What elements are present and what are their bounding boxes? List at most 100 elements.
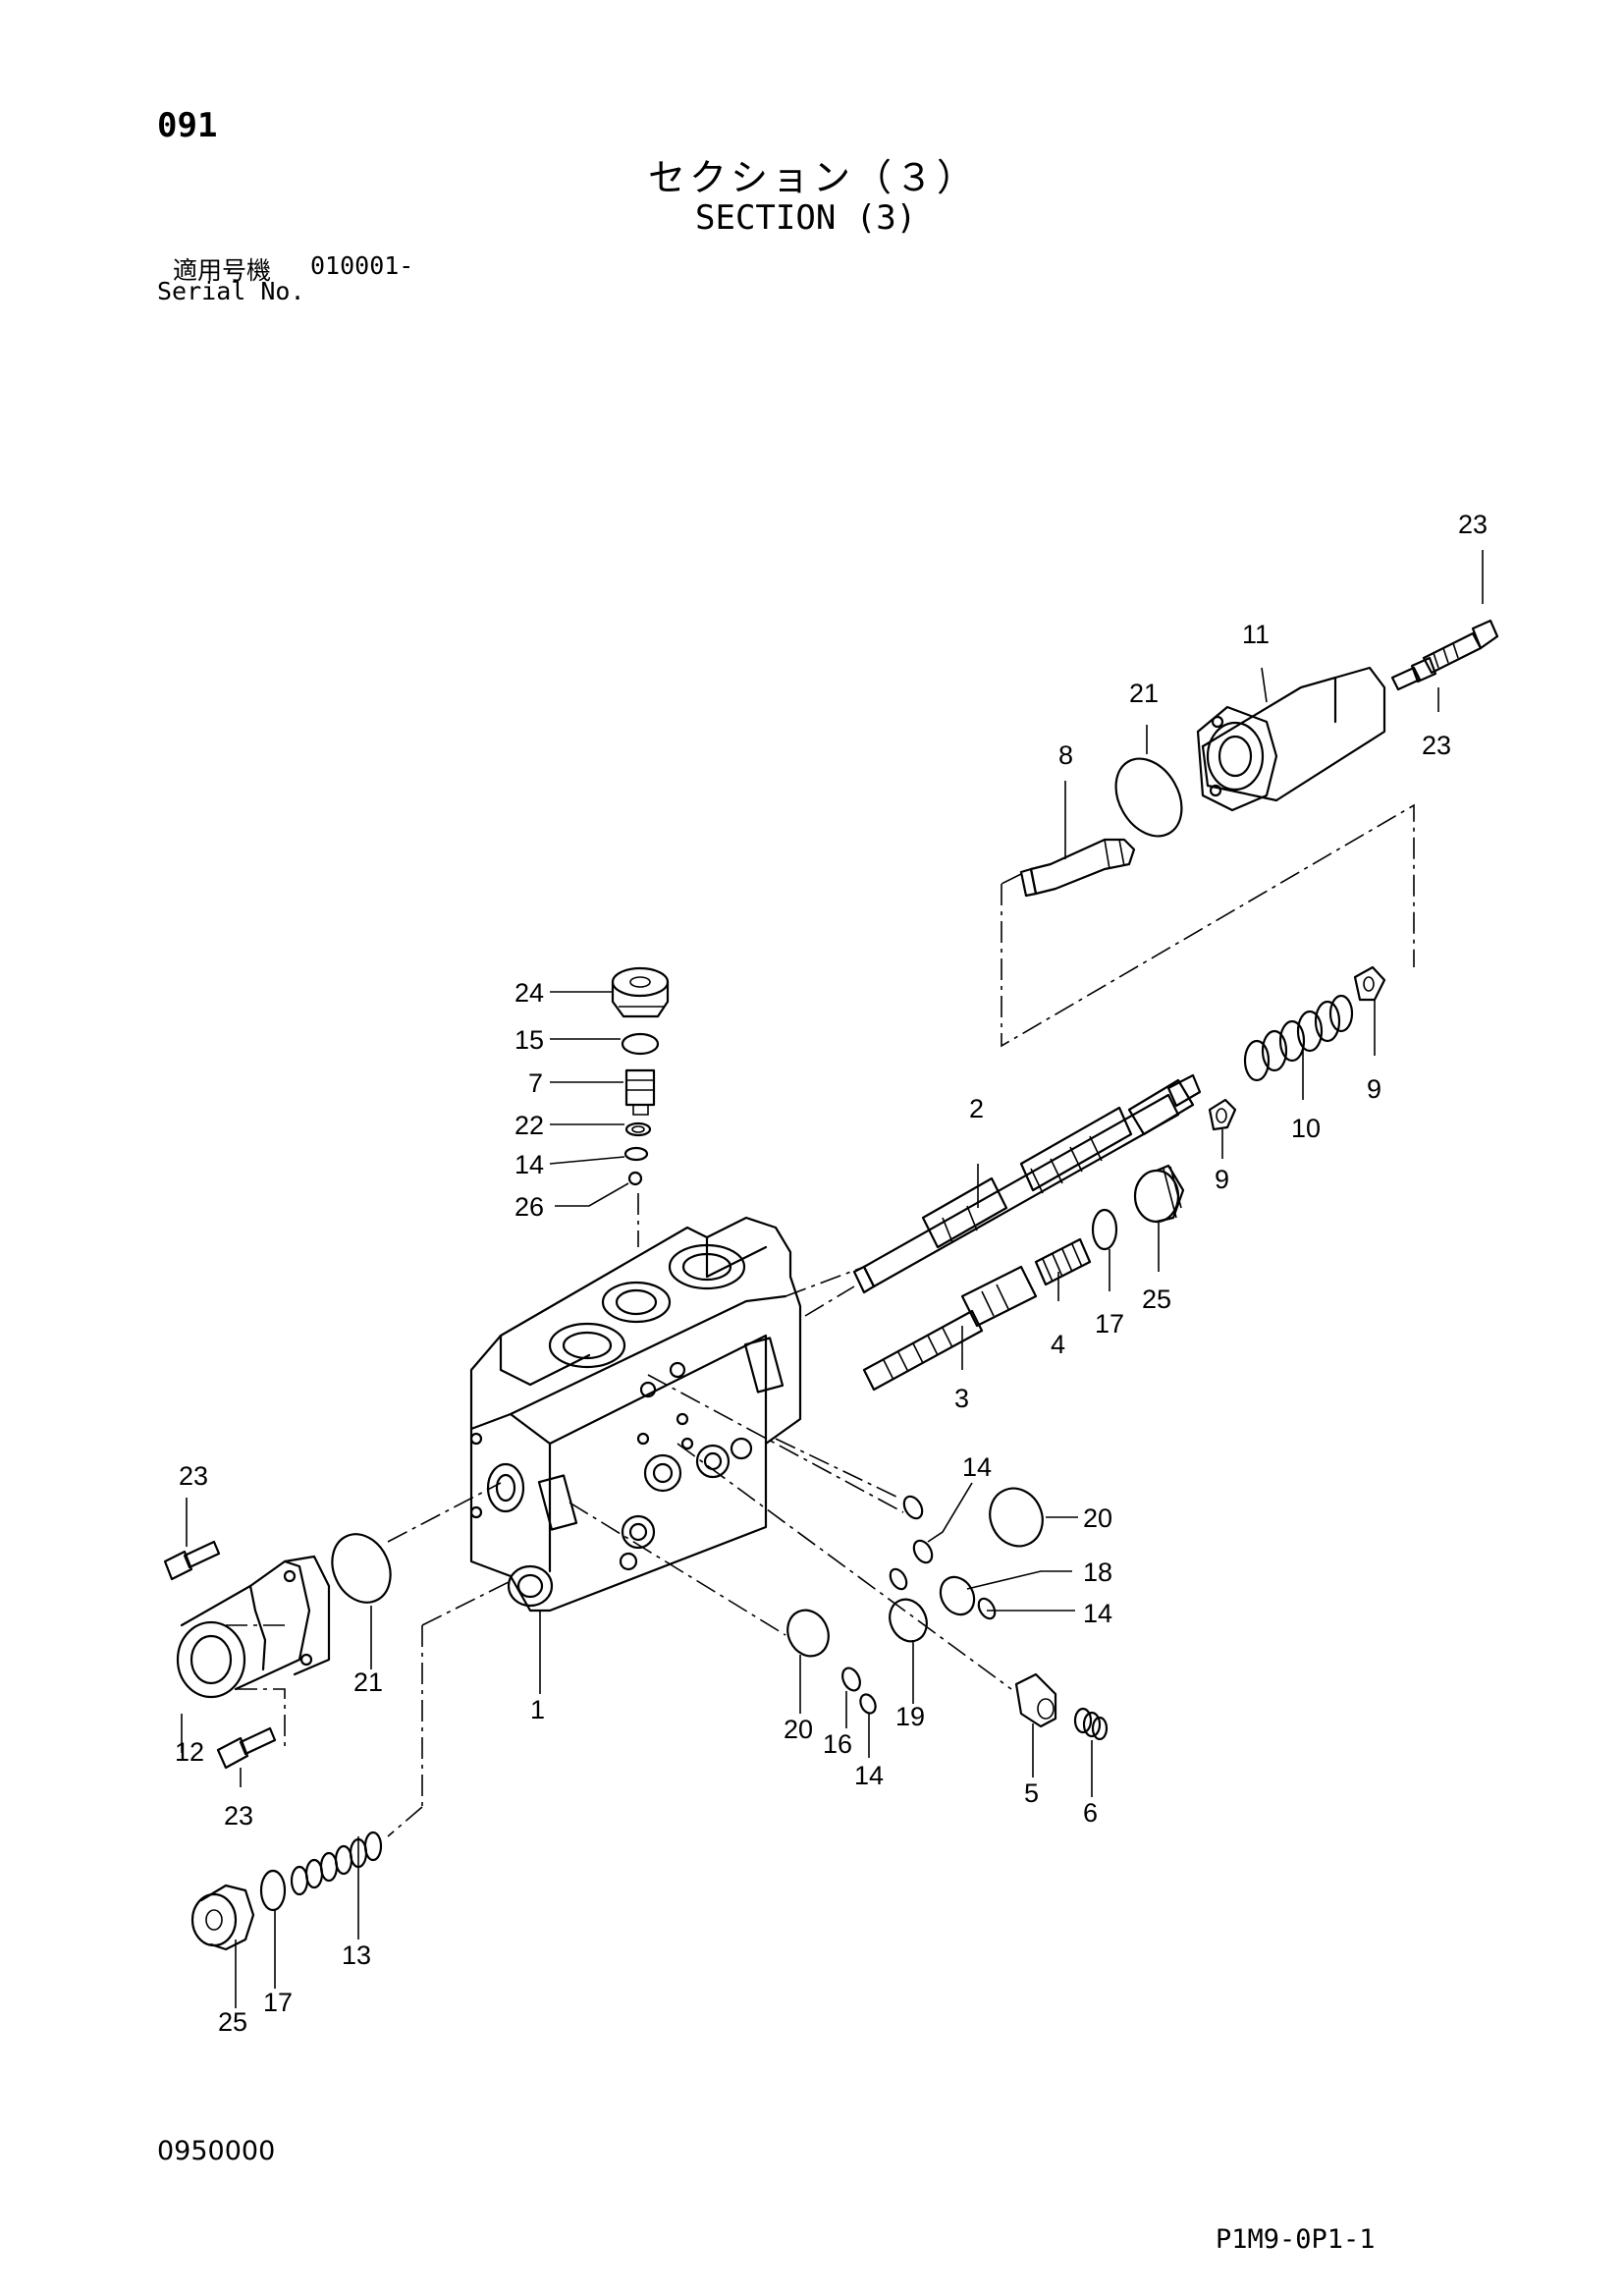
- spool-part: [852, 1073, 1202, 1294]
- callout-1: 1: [530, 1695, 545, 1724]
- callout-6: 6: [1083, 1798, 1098, 1828]
- spring-part-4: [1034, 1237, 1092, 1286]
- o-ring-15: [621, 1032, 660, 1056]
- axis-line: [647, 1374, 904, 1513]
- callout-9: 9: [1215, 1165, 1229, 1194]
- callout-17: 17: [263, 1988, 293, 2017]
- spring-seat-part: [1208, 1098, 1237, 1131]
- plug-right: [1133, 1164, 1185, 1224]
- socket-screw-left-lower: [216, 1726, 277, 1770]
- spring-part-10: [1243, 994, 1354, 1082]
- axis-line: [236, 1688, 286, 1748]
- serial-label-japanese: 適用号機: [173, 256, 272, 285]
- assembly-boundary-line-2: [1001, 873, 1022, 885]
- stopper-part: [1019, 838, 1136, 898]
- callout-14: 14: [854, 1761, 884, 1790]
- callout-23: 23: [179, 1461, 208, 1491]
- valve-body-part: [469, 1216, 802, 1613]
- o-ring-right: [1091, 1208, 1118, 1251]
- o-ring-left: [331, 1533, 392, 1604]
- callout-14: 14: [1083, 1599, 1112, 1628]
- callout-23: 23: [1458, 510, 1488, 539]
- callout-3: 3: [954, 1384, 969, 1413]
- spring-part-6: [1073, 1707, 1109, 1741]
- callout-19: 19: [895, 1702, 925, 1731]
- seal-16: [841, 1667, 861, 1692]
- leader-lines: [181, 550, 1484, 2008]
- seal-14-d: [977, 1597, 997, 1620]
- callout-13: 13: [342, 1941, 371, 1970]
- callout-14: 14: [962, 1452, 992, 1482]
- socket-screw-upper: [1422, 619, 1499, 675]
- poppet-part-7: [624, 1068, 656, 1116]
- axis-line: [677, 1443, 1012, 1690]
- page-title-english: SECTION (3): [695, 198, 917, 238]
- o-ring-19: [889, 1598, 928, 1643]
- serial-range: 010001-: [310, 251, 414, 280]
- o-ring-18: [939, 1575, 976, 1616]
- callout-8: 8: [1058, 740, 1073, 770]
- o-ring-upper: [1114, 757, 1183, 838]
- callout-16: 16: [823, 1729, 852, 1759]
- seal-14-c: [889, 1567, 908, 1591]
- plug-top: [611, 966, 670, 1018]
- callout-23: 23: [224, 1801, 253, 1831]
- callout-14: 14: [514, 1150, 544, 1179]
- plug-left: [190, 1884, 255, 1951]
- callout-25: 25: [218, 2007, 247, 2037]
- callout-21: 21: [1129, 679, 1159, 708]
- axis-line: [421, 1580, 512, 1807]
- callout-20: 20: [784, 1715, 813, 1744]
- spool-lower-part: [862, 1265, 1038, 1392]
- page-number: 091: [157, 106, 218, 145]
- axis-line: [387, 1482, 502, 1543]
- callout-7: 7: [528, 1068, 543, 1098]
- axis-line: [568, 1502, 786, 1636]
- callout-10: 10: [1291, 1114, 1321, 1143]
- reference-code: P1M9-0P1-1: [1216, 2224, 1376, 2255]
- o-ring-14-top: [623, 1146, 649, 1162]
- callout-24: 24: [514, 978, 544, 1008]
- callout-4: 4: [1051, 1330, 1065, 1359]
- callout-18: 18: [1083, 1558, 1112, 1587]
- callout-5: 5: [1024, 1778, 1039, 1808]
- document-code: 0950000: [157, 2136, 276, 2166]
- callout-labels: 23 11 23 21 8 2 9 10 9 25 17 4 3 24 15 7…: [175, 510, 1488, 2037]
- callout-11: 11: [1242, 620, 1270, 649]
- callout-22: 22: [514, 1111, 544, 1140]
- seal-14-a: [902, 1495, 924, 1520]
- socket-screw-upper-2: [1390, 656, 1437, 691]
- seal-14-e: [859, 1693, 877, 1715]
- axis-line: [785, 1266, 865, 1297]
- callout-20: 20: [1083, 1503, 1112, 1533]
- o-ring-20-left: [786, 1609, 830, 1658]
- page-title-japanese: セクション（３）: [648, 156, 979, 199]
- seal-14-b: [912, 1539, 934, 1564]
- ring-22: [624, 1121, 652, 1137]
- callout-21: 21: [353, 1667, 383, 1697]
- callout-9: 9: [1367, 1074, 1381, 1104]
- socket-screw-left-upper: [163, 1540, 221, 1581]
- callout-23: 23: [1422, 731, 1451, 760]
- axis-line: [387, 1806, 423, 1837]
- callout-17: 17: [1095, 1309, 1124, 1339]
- spring-seat-part-2: [1353, 965, 1386, 1002]
- o-ring-left-17: [259, 1869, 287, 1912]
- cap-left-part: [176, 1555, 331, 1699]
- callout-2: 2: [969, 1094, 984, 1123]
- callout-12: 12: [175, 1737, 204, 1767]
- assembly-boundary-line: [1001, 803, 1415, 1048]
- spring-part-13: [290, 1831, 383, 1896]
- check-valve-part-5: [1014, 1672, 1057, 1728]
- serial-label-english: Serial No.: [157, 277, 305, 305]
- cap-housing-part: [1196, 666, 1386, 812]
- ball-26: [627, 1171, 643, 1186]
- ring-22-inner: [631, 1125, 645, 1133]
- axis-line: [804, 1285, 855, 1317]
- callout-26: 26: [514, 1192, 544, 1222]
- axis-line: [775, 1438, 899, 1499]
- callout-15: 15: [514, 1025, 544, 1055]
- o-ring-20-right: [989, 1487, 1044, 1548]
- callout-25: 25: [1142, 1285, 1171, 1314]
